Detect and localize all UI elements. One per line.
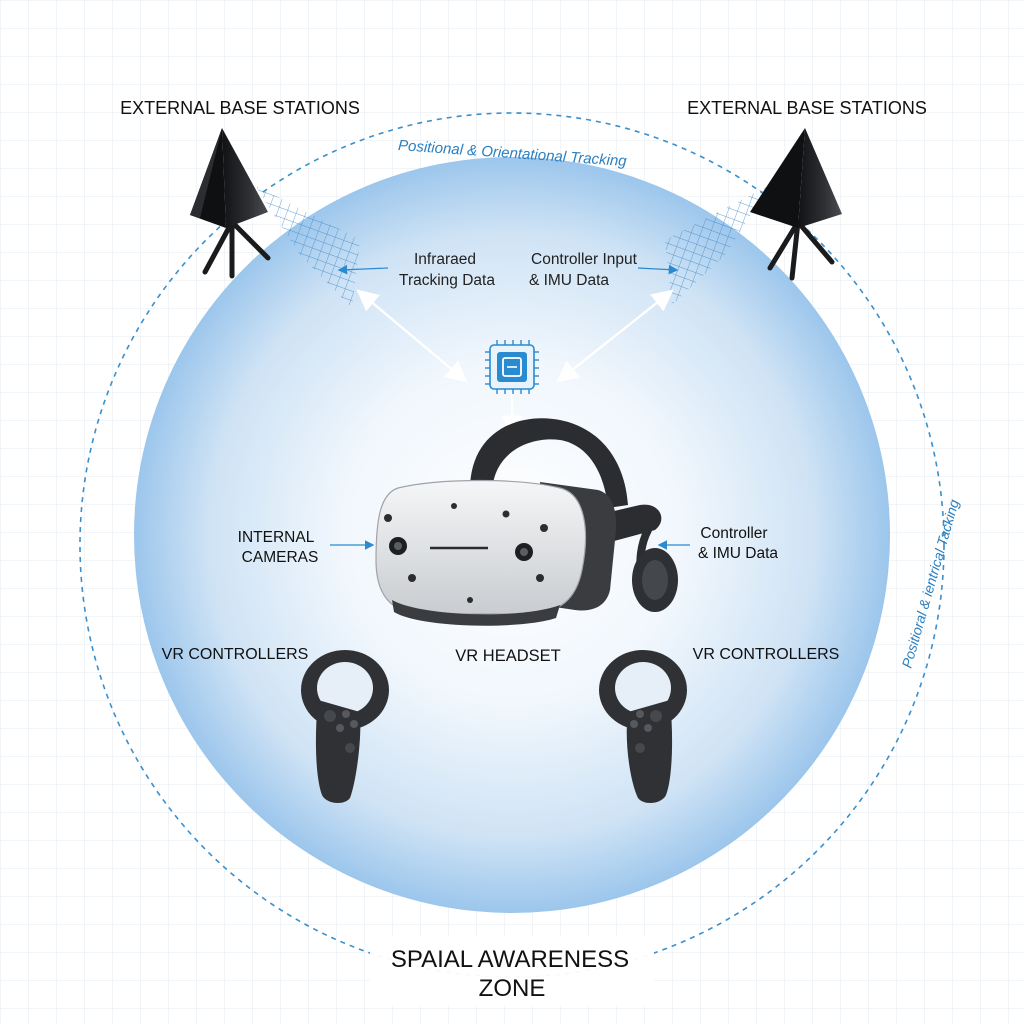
base-station-title-right: EXTERNAL BASE STATIONS [687,98,927,118]
base-station-right [665,128,842,305]
vr-controllers-label-left: VR CONTROLLERS [162,646,309,663]
ir-data-label-line2: Tracking Data [399,272,495,289]
vr-controller-icon [301,650,389,804]
controller-input-label-line2: & IMU Data [529,272,609,289]
data-flow-arrow-left [356,289,468,383]
ir-mesh-left [255,185,360,308]
base-station-left [190,128,360,308]
ir-mesh-right [665,185,770,305]
imu-pointer [637,264,679,275]
base-station-icon [190,128,268,228]
ir-data-label-line1: Infraraed [414,251,476,268]
base-station-icon [750,128,842,228]
controller-input-label-line1: Controller Input [531,251,638,268]
base-station-title-left: EXTERNAL BASE STATIONS [120,98,360,118]
headset-imu-label-line1: Controller [700,525,767,542]
internal-cameras-label-line2: CAMERAS [242,549,319,566]
zone-label-line2: ZONE [479,975,546,1002]
zone-label-backing [370,936,654,1006]
vr-headset-icon [375,418,678,626]
vr-controller-icon [599,650,687,804]
vr-controllers-label-right: VR CONTROLLERS [693,646,840,663]
ir-pointer [337,264,389,275]
data-flow-arrow-right [556,289,674,383]
zone-label-line1: SPAIAL AWARENESS [391,946,629,973]
headset-imu-label-line2: & IMU Data [698,545,778,562]
tracking-arc [79,112,945,978]
vr-headset-label: VR HEADSET [455,647,560,665]
internal-cameras-label-line1: INTERNAL [238,529,315,546]
processor-chip-icon [485,340,539,394]
